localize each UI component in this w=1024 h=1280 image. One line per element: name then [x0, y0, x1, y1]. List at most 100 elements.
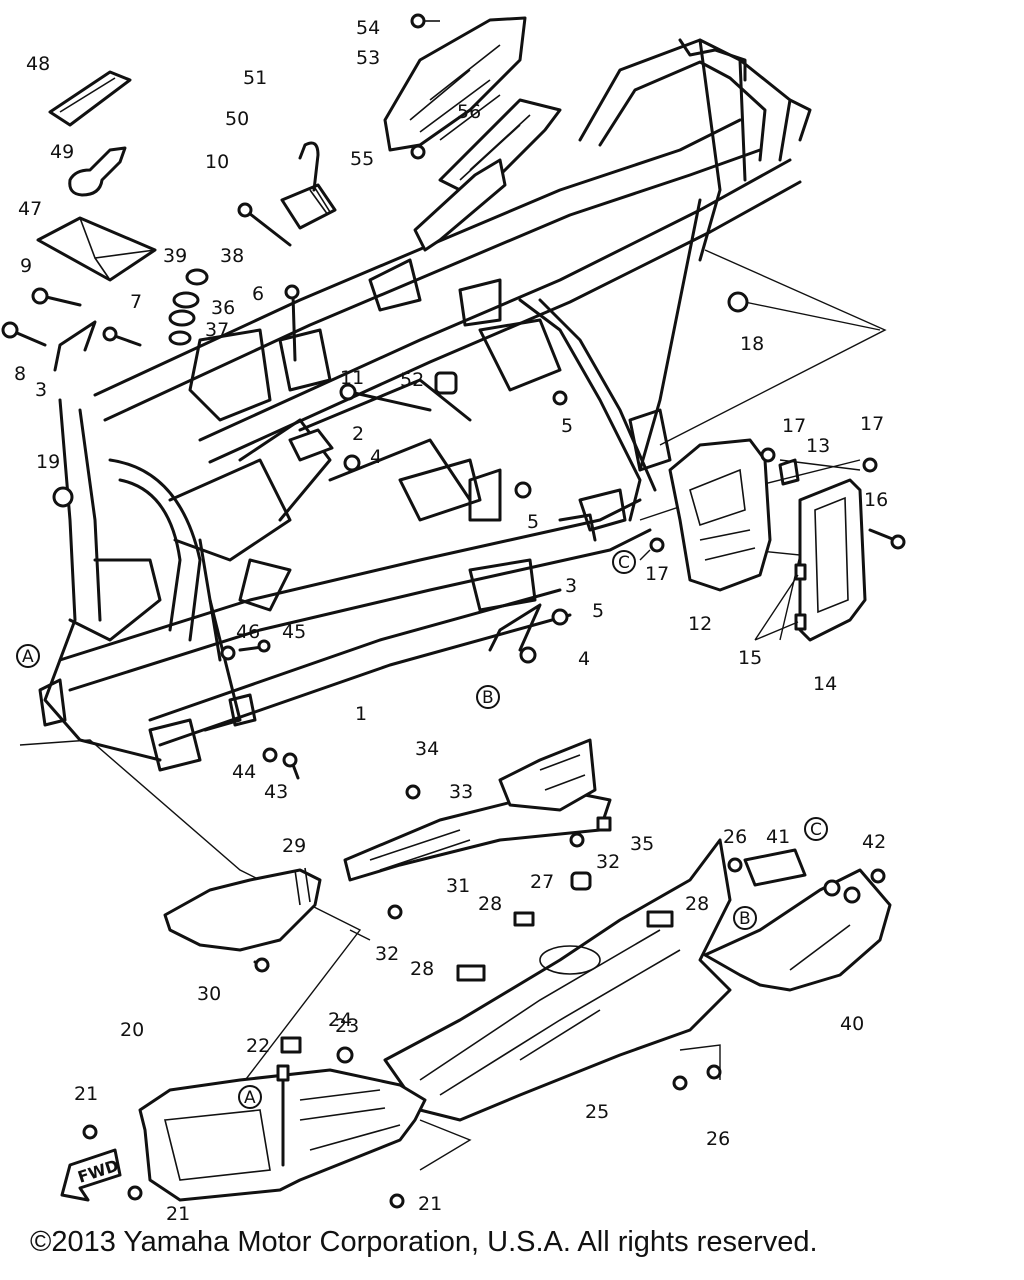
- part-label: 7: [130, 291, 142, 313]
- part-label: 1: [355, 703, 367, 725]
- cap-23: [336, 1046, 354, 1064]
- part-label: 55: [350, 148, 374, 170]
- part-label: 52: [400, 369, 424, 391]
- part-number-labels: 54 53 48 51 50 49 56 10 55 47 39 38 9 6 …: [14, 17, 888, 1225]
- part-label: 41: [766, 826, 790, 848]
- part-label: 49: [50, 141, 74, 163]
- damper-15b: [794, 613, 807, 631]
- collar-42a: [823, 879, 841, 897]
- part-label: 32: [596, 851, 620, 873]
- part-label: 12: [688, 613, 712, 635]
- part-label: 30: [197, 983, 221, 1005]
- guard-33: [498, 738, 597, 812]
- heat-shield-plate: [383, 16, 527, 152]
- part-label: 38: [220, 245, 244, 267]
- bushing-52: [434, 371, 458, 395]
- part-label: 5: [561, 415, 573, 437]
- part-label: 34: [415, 738, 439, 760]
- part-label: 9: [20, 255, 32, 277]
- strap-48: [48, 70, 132, 127]
- bolt-17c: [649, 537, 665, 553]
- part-label: 24: [328, 1009, 352, 1031]
- washer-44: [262, 747, 278, 763]
- part-label: 17: [782, 415, 806, 437]
- part-label: 3: [35, 379, 47, 401]
- part-label: 28: [478, 893, 502, 915]
- bolt-21b: [127, 1185, 143, 1201]
- holder-50: [280, 183, 337, 230]
- part-label: 50: [225, 108, 249, 130]
- bolt-34: [405, 784, 421, 800]
- part-label: 31: [446, 875, 470, 897]
- part-label: 44: [232, 761, 256, 783]
- bolt-32a: [569, 832, 585, 848]
- pad-28b: [646, 910, 674, 928]
- cover-14: [798, 478, 867, 642]
- part-label: 48: [26, 53, 50, 75]
- part-label: 20: [120, 1019, 144, 1041]
- callout-c-upper: C: [612, 550, 636, 574]
- part-label: 42: [862, 831, 886, 853]
- callouts: C A B C B A: [16, 550, 828, 1109]
- bolt-10: [243, 208, 292, 247]
- part-label: 23: [335, 1015, 359, 1037]
- rear-guard-40: [703, 868, 892, 992]
- washer-46: [220, 645, 236, 661]
- bolt-32b: [387, 904, 403, 920]
- guard-29: [163, 868, 322, 952]
- bolt-11: [348, 390, 432, 412]
- part-label: 14: [813, 673, 837, 695]
- bolt-26b: [672, 1075, 688, 1091]
- clamp-3: [53, 320, 97, 372]
- parts-upper: [1, 13, 749, 780]
- guard-55: [413, 158, 507, 252]
- callout-c-lower: C: [804, 817, 828, 841]
- cap-19: [52, 486, 74, 508]
- part-label: 53: [356, 47, 380, 69]
- cap-18: [727, 291, 749, 313]
- part-label: 5: [527, 511, 539, 533]
- callout-a-lower: A: [238, 1085, 262, 1109]
- clip-51: [298, 141, 320, 192]
- svg-text:B: B: [739, 909, 751, 929]
- part-label: 4: [578, 648, 590, 670]
- pad-24: [280, 1036, 302, 1054]
- fwd-arrow-icon: FWD: [60, 1148, 122, 1202]
- part-label: 28: [685, 893, 709, 915]
- bracket-2: [288, 428, 334, 462]
- clamp-3b: [488, 603, 542, 652]
- pad-28a: [513, 911, 535, 927]
- nut-5c: [551, 608, 569, 626]
- frame-assembly: [38, 38, 812, 772]
- part-label: 13: [806, 435, 830, 457]
- callout-b-lower: B: [733, 906, 757, 930]
- part-label: 51: [243, 67, 267, 89]
- pad-41: [743, 848, 807, 887]
- svg-text:A: A: [22, 647, 34, 667]
- part-label: 47: [18, 198, 42, 220]
- nut-5b: [514, 481, 532, 499]
- bolt-26c: [706, 1064, 722, 1080]
- part-label: 15: [738, 647, 762, 669]
- part-label: 17: [860, 413, 884, 435]
- svg-text:C: C: [618, 553, 630, 573]
- part-label: 33: [449, 781, 473, 803]
- part-label: 5: [592, 600, 604, 622]
- damper-15a: [794, 563, 807, 581]
- bolt-26a: [727, 857, 743, 873]
- clip-35: [596, 816, 612, 832]
- part-label: 26: [706, 1128, 730, 1150]
- part-label: 10: [205, 151, 229, 173]
- bolt-17a: [760, 447, 776, 463]
- part-label: 54: [356, 17, 380, 39]
- part-label: 40: [840, 1013, 864, 1035]
- pad-28c: [456, 964, 486, 982]
- parts-lower: FWD: [60, 738, 892, 1209]
- band-49: [68, 146, 127, 197]
- svg-text:A: A: [244, 1088, 256, 1108]
- part-label: 32: [375, 943, 399, 965]
- part-label: 39: [163, 245, 187, 267]
- part-label: 25: [585, 1101, 609, 1123]
- damper-38: [185, 268, 209, 286]
